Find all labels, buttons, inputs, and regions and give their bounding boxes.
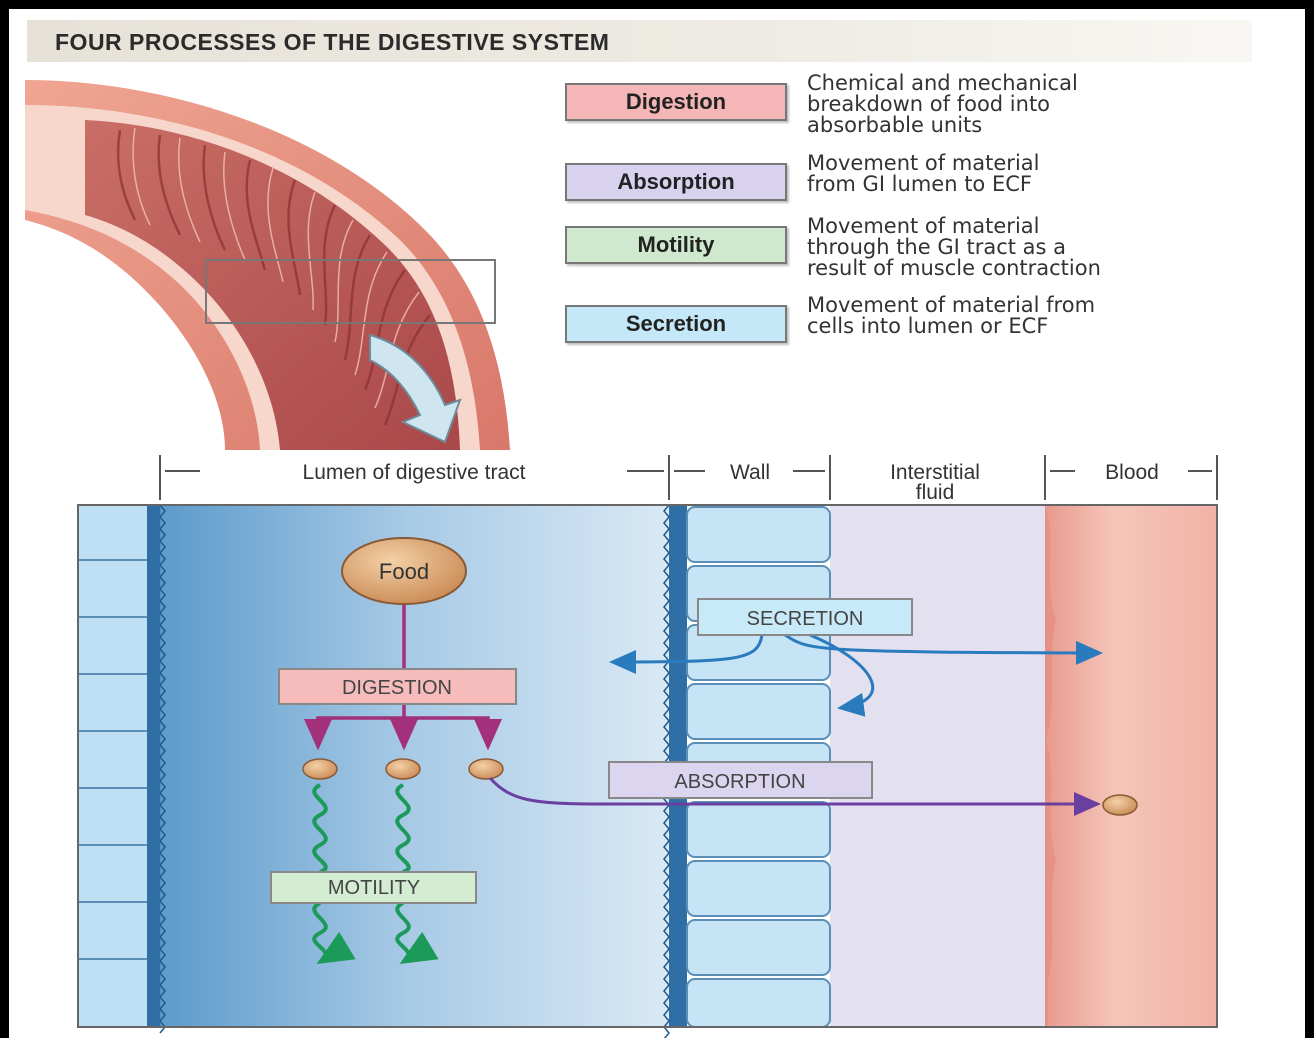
legend-box-secretion: Secretion [565,305,787,343]
desc-line: Movement of material [807,216,1314,237]
desc-line: Movement of material [807,153,1314,174]
secretion-label: SECRETION [747,608,864,630]
desc-line: from GI lumen to ECF [807,174,1314,195]
legend-desc-absorption: Movement of material from GI lumen to EC… [807,153,1314,195]
legend-desc-digestion: Chemical and mechanical breakdown of foo… [807,73,1314,136]
absorption-label: ABSORPTION [674,771,805,793]
desc-line: cells into lumen or ECF [807,316,1314,337]
desc-line: through the GI tract as a [807,237,1314,258]
desc-line: absorbable units [807,115,1314,136]
region-label-wall: Wall [730,461,770,484]
desc-line: Movement of material from [807,295,1314,316]
left-wall-cells [78,505,165,1033]
region-label-fluid: fluid [916,481,955,504]
legend-desc-motility: Movement of material through the GI trac… [807,216,1314,279]
digestion-label: DIGESTION [342,677,452,699]
process-schematic: Lumen of digestive tract Wall Interstiti… [0,440,1314,1038]
legend-box-absorption: Absorption [565,163,787,201]
legend-box-digestion: Digestion [565,83,787,121]
desc-line: breakdown of food into [807,94,1314,115]
region-label-lumen: Lumen of digestive tract [303,461,526,484]
desc-line: Chemical and mechanical [807,73,1314,94]
blood-region [1045,505,1217,1027]
food-label: Food [379,559,429,584]
region-label-blood: Blood [1105,461,1159,484]
figure-title: FOUR PROCESSES OF THE DIGESTIVE SYSTEM [55,29,609,56]
title-bar: FOUR PROCESSES OF THE DIGESTIVE SYSTEM [27,20,1252,62]
legend-desc-secretion: Movement of material from cells into lum… [807,295,1314,337]
intestine-illustration [25,70,535,450]
legend-box-motility: Motility [565,226,787,264]
motility-label: MOTILITY [328,877,420,899]
desc-line: result of muscle contraction [807,258,1314,279]
